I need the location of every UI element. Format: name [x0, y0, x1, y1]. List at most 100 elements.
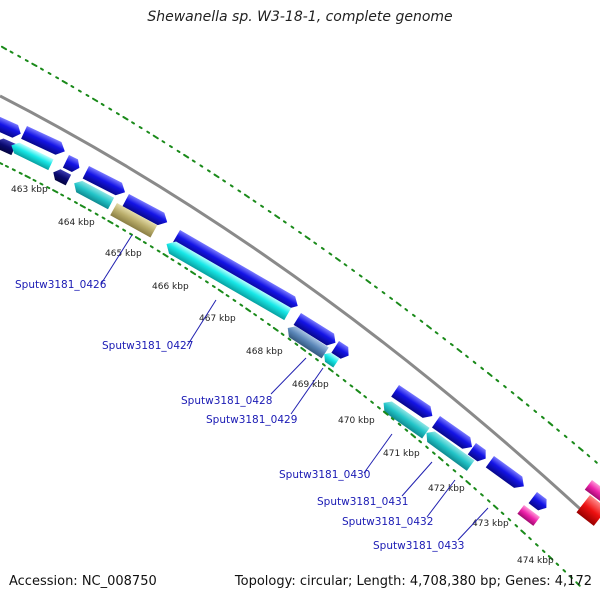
outer-ring-tick — [358, 274, 363, 278]
cds-teal-3 — [426, 431, 475, 471]
ruler-tick — [190, 270, 197, 276]
outer-ring-tick — [374, 285, 378, 289]
outer-ring-tick — [335, 257, 341, 262]
cds-forward-11 — [467, 443, 486, 462]
outer-ring-tick — [434, 331, 439, 335]
outer-ring-tick — [556, 428, 560, 432]
ruler-tick — [452, 469, 457, 473]
ruler-label-469: 469 kbp — [292, 380, 329, 390]
outer-ring-tick — [122, 116, 129, 121]
cds-forward-8 — [331, 341, 349, 359]
outer-ring-tick — [449, 342, 454, 347]
ruler-tick — [322, 363, 326, 367]
ruler-tick — [335, 373, 340, 377]
cds-forward-3 — [62, 155, 80, 172]
outer-ring-tick — [389, 296, 393, 300]
cds-forward-4 — [82, 166, 126, 196]
outer-ring-tick — [442, 337, 447, 341]
ruler-tick — [232, 298, 237, 302]
cds-forward-10 — [431, 416, 473, 449]
outer-ring-tick — [17, 54, 22, 58]
outer-ring-tick — [320, 246, 325, 251]
outer-ring-tick — [503, 384, 507, 389]
outer-ring-tick — [267, 209, 272, 214]
ruler-tick — [547, 555, 554, 561]
ruler-tick — [377, 406, 381, 410]
outer-ring-tick — [404, 308, 409, 312]
outer-ring-tick — [100, 102, 105, 107]
ruler-tick — [404, 428, 409, 432]
cds-forward-1 — [0, 116, 21, 138]
map-title: Shewanella sp. W3-18-1, complete genome — [147, 9, 453, 25]
ruler-tick — [87, 208, 92, 212]
outer-ring-tick — [108, 107, 113, 111]
ruler-tick — [355, 388, 362, 394]
outer-ring-tick — [169, 145, 173, 149]
ruler-label-467: 467 kbp — [199, 314, 236, 324]
ruler-tick — [418, 439, 422, 444]
genome-stats-text: Topology: circular; Length: 4,708,380 bp… — [234, 574, 592, 589]
ruler-tick — [520, 529, 526, 535]
outer-ring-tick — [586, 453, 591, 458]
cds-forward-9 — [391, 385, 433, 418]
outer-ring-tick — [480, 366, 484, 371]
outer-ring-tick — [161, 140, 166, 144]
ruler-tick — [349, 384, 354, 388]
gene-label-0433: Sputw3181_0433 — [373, 540, 464, 552]
ruler-tick — [225, 294, 230, 298]
gene-label-0427: Sputw3181_0427 — [102, 340, 193, 352]
outer-ring-tick — [92, 97, 99, 103]
ruler-tick — [67, 197, 71, 201]
outer-ring-tick — [70, 85, 75, 89]
outer-ring-tick — [472, 360, 477, 365]
outer-ring-tick — [365, 279, 372, 284]
ruler-tick — [575, 581, 581, 587]
ruler-tick — [32, 178, 37, 182]
outer-ring-tick — [55, 76, 60, 80]
feature-magenta-1 — [517, 505, 540, 526]
ruler-tick — [107, 219, 114, 225]
outer-ring-tick — [207, 169, 211, 173]
ruler-tick — [308, 352, 312, 357]
cds-teal-1 — [74, 180, 115, 210]
ruler-label-471: 471 kbp — [383, 449, 420, 459]
outer-ring-tick — [61, 80, 68, 85]
outer-ring-tick — [563, 434, 568, 439]
outer-ring-tick — [183, 153, 190, 159]
ruler-tick — [445, 463, 450, 467]
ruler-tick — [287, 337, 292, 341]
outer-ring-tick — [541, 415, 545, 420]
gene-label-0432: Sputw3181_0432 — [342, 516, 433, 528]
outer-ring-tick — [243, 193, 250, 199]
cds-teal-2 — [383, 401, 430, 439]
cds-forward-7 — [293, 313, 336, 346]
ruler-tick — [487, 499, 491, 503]
ruler-tick — [569, 575, 573, 580]
ruler-tick — [267, 322, 271, 326]
ruler-tick — [39, 182, 44, 186]
outer-ring-tick — [510, 391, 515, 395]
ruler-tick — [294, 342, 299, 346]
cds-forward-12 — [485, 456, 524, 488]
ruler-tick — [280, 332, 285, 336]
ruler-tick — [74, 201, 78, 205]
ruler-tick — [390, 417, 395, 421]
outer-ring-tick — [199, 164, 204, 168]
ruler-tick — [260, 317, 264, 322]
gene-label-0426: Sputw3181_0426 — [15, 279, 107, 291]
outer-ring-tick — [594, 460, 598, 464]
ruler-label-474: 474 kbp — [517, 556, 554, 566]
ruler-tick — [555, 562, 560, 566]
ruler-tick — [382, 410, 389, 416]
ruler-tick — [115, 224, 120, 228]
outer-ring-tick — [533, 409, 538, 413]
outer-ring-tick — [138, 126, 143, 130]
outer-ring-tick — [517, 396, 523, 402]
feature-magenta-2 — [584, 480, 600, 502]
outer-ring-tick — [115, 112, 120, 116]
outer-ring-tick — [260, 204, 264, 208]
ruler-tick — [217, 288, 224, 294]
outer-ring-tick — [547, 421, 554, 427]
ruler-tick — [363, 395, 367, 399]
